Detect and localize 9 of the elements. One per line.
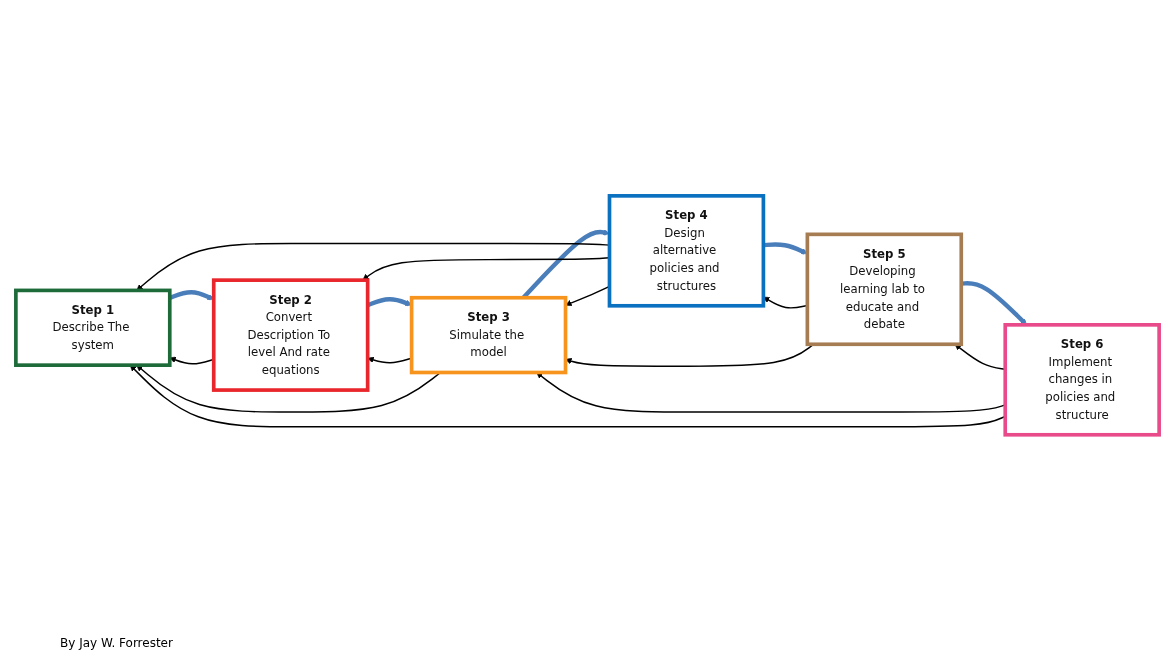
arrow xyxy=(366,296,412,307)
arrow xyxy=(136,364,442,413)
node-box: Step 3 Simulate the model xyxy=(409,295,568,374)
node-box: Step 4 Design alternative policies and structures xyxy=(607,193,766,308)
node-box: Step 2 Convert Description To level And rate equations xyxy=(211,278,370,392)
node-box: Step 5 Developing learning lab to educate and debate xyxy=(805,232,964,346)
node-box: Step 6 Implement changes in policies and structure xyxy=(1003,322,1161,437)
author-credit: By Jay W. Forrester xyxy=(60,636,173,650)
node-box: Step 1 Describe The system xyxy=(14,288,172,367)
